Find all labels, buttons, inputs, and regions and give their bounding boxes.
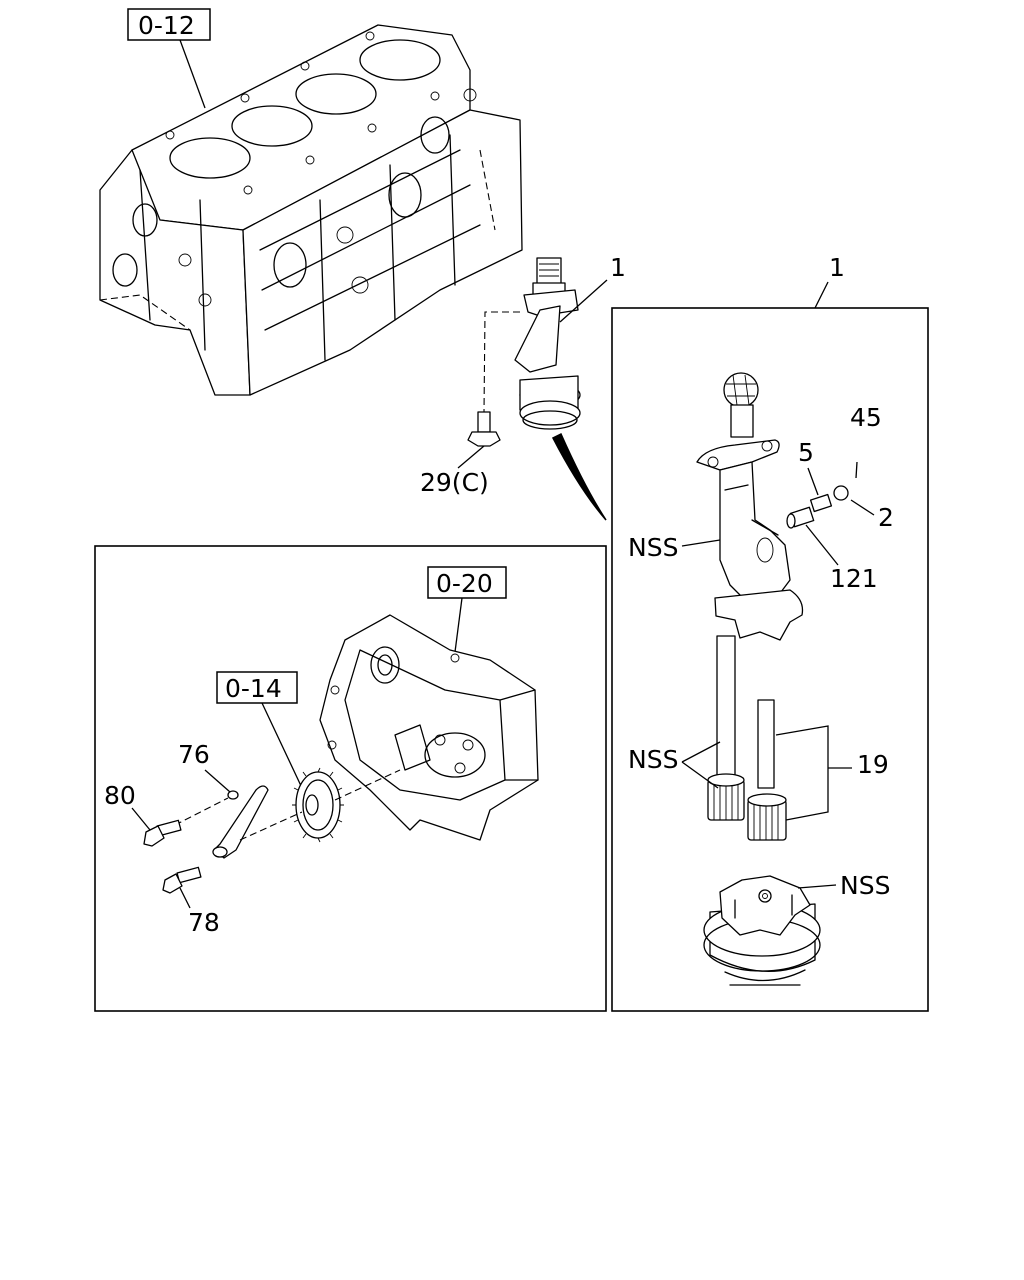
- ref-box-block: 0-12: [127, 8, 211, 109]
- callout-76: 76: [178, 740, 210, 769]
- gear-case-housing-drawing: [319, 614, 539, 841]
- callout-nss-cover: NSS: [840, 871, 890, 900]
- callout-2: 2: [878, 503, 894, 532]
- detail-pointer-arrow: [551, 432, 607, 521]
- callout-nss-shafts: NSS: [628, 745, 678, 774]
- callout-80: 80: [104, 781, 136, 810]
- ref-box-housing: 0-20: [427, 566, 507, 653]
- drive-shaft-gear-drawing: [707, 635, 745, 821]
- ref-box-gear: 0-14: [216, 671, 303, 789]
- ref-label-housing: 0-20: [436, 569, 493, 598]
- bolt-29c-drawing: [467, 411, 501, 447]
- callout-45: 45: [850, 403, 882, 432]
- idle-shaft-gear-drawing: [747, 699, 787, 841]
- gear-detail-frame: [94, 545, 607, 1012]
- bracket-arm-drawing: [174, 785, 303, 859]
- callout-1-box: 1: [829, 253, 845, 282]
- callout-1-top: 1: [610, 253, 626, 282]
- idler-gear-drawing: [292, 767, 401, 843]
- bolt-80-drawing: [143, 819, 182, 847]
- oil-pump-assembly-drawing: [483, 257, 581, 430]
- pump-body-drawing: [696, 372, 804, 641]
- callout-78: 78: [188, 908, 220, 937]
- callout-29c: 29(C): [420, 468, 489, 497]
- ref-label-gear: 0-14: [225, 674, 282, 703]
- callout-19: 19: [857, 750, 889, 779]
- callout-121: 121: [830, 564, 878, 593]
- bolt-78-drawing: [162, 866, 202, 894]
- callout-5: 5: [798, 438, 814, 467]
- cylinder-block-drawing: [99, 24, 523, 396]
- pump-detail-frame: [611, 307, 929, 1012]
- pump-cover-drawing: [703, 875, 821, 986]
- relief-valve-parts-drawing: [786, 461, 858, 529]
- ref-label-block: 0-12: [138, 11, 195, 40]
- callout-nss-body: NSS: [628, 533, 678, 562]
